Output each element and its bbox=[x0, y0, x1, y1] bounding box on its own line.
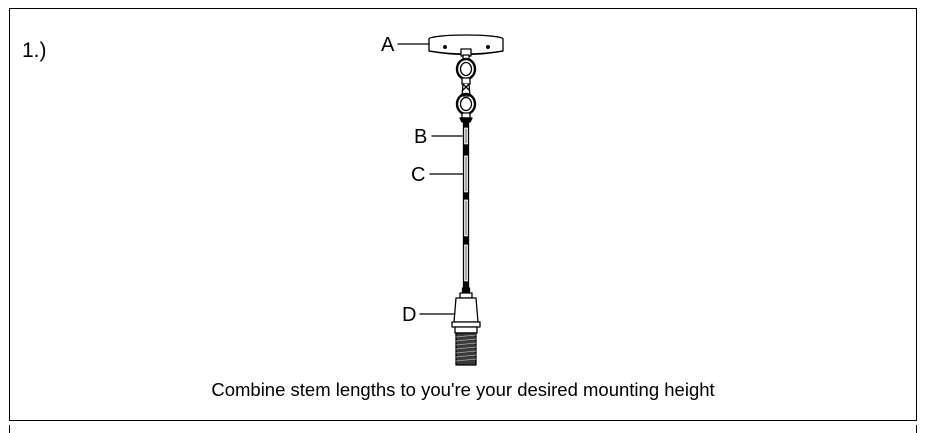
long-stem-part-2 bbox=[462, 198, 470, 245]
instruction-caption: Combine stem lengths to you're your desi… bbox=[211, 379, 715, 400]
step-number: 1.) bbox=[22, 39, 47, 62]
next-panel-edge bbox=[9, 425, 917, 433]
loop-connector bbox=[455, 57, 477, 123]
callout-c: C bbox=[411, 164, 425, 186]
long-stem-part-3 bbox=[461, 243, 471, 294]
socket-part bbox=[451, 292, 481, 366]
long-stem-part bbox=[462, 149, 470, 200]
callout-b: B bbox=[414, 126, 427, 148]
callout-a: A bbox=[381, 34, 395, 56]
callout-d: D bbox=[402, 304, 416, 326]
short-stem-part bbox=[462, 122, 470, 151]
canopy-part bbox=[428, 34, 504, 60]
